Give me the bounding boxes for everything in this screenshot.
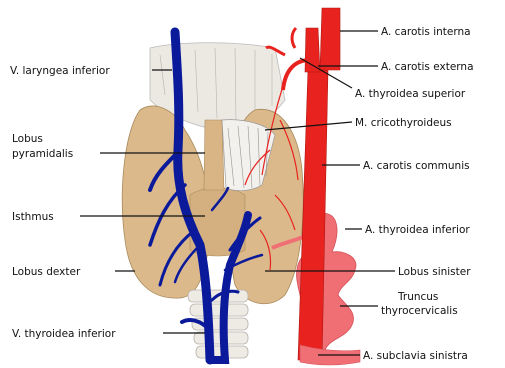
label-lobus-pyr-line1: Lobus (12, 133, 43, 145)
carotis-externa-branch-2 (292, 28, 296, 48)
label-v-thyroidea-inferior: V. thyroidea inferior (12, 328, 116, 340)
lobus-pyramidalis-shape (204, 120, 224, 190)
label-subclavia-sinistra: A. subclavia sinistra (363, 350, 468, 362)
carotis-interna-vessel (320, 8, 340, 70)
label-lobus-sinister: Lobus sinister (398, 266, 471, 278)
label-thyroidea-superior: A. thyroidea superior (355, 88, 466, 100)
label-thyroidea-inferior: A. thyroidea inferior (365, 224, 470, 236)
label-lobus-dexter: Lobus dexter (12, 266, 81, 278)
label-carotis-externa: A. carotis externa (381, 61, 474, 73)
label-carotis-communis: A. carotis communis (363, 160, 470, 172)
label-truncus-line2: thyrocervicalis (381, 305, 458, 317)
label-isthmus: Isthmus (12, 211, 54, 223)
label-lobus-pyr-line2: pyramidalis (12, 148, 73, 160)
label-truncus-line1: Truncus (397, 291, 438, 303)
label-carotis-interna: A. carotis interna (381, 26, 471, 38)
label-cricothyroideus: M. cricothyroideus (355, 117, 452, 129)
trachea (188, 290, 248, 358)
label-v-laryngea-inferior: V. laryngea inferior (10, 65, 110, 77)
